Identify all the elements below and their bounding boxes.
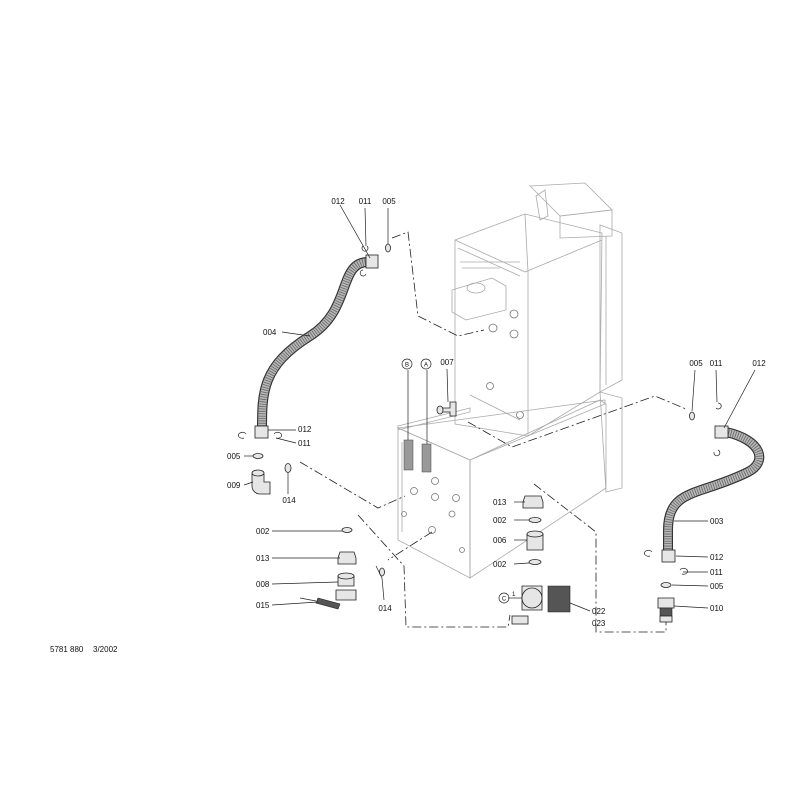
leader-lines [243, 204, 756, 612]
flow-line-009-to-tank [299, 461, 406, 509]
label-009: 009 [227, 481, 241, 490]
fittings [238, 243, 722, 625]
label-022: 022 [592, 607, 606, 616]
marker-c-sub-label: 1 [512, 592, 516, 598]
label-013-center: 013 [493, 498, 507, 507]
label-023: 023 [592, 619, 606, 628]
drawing-number: 5781 880 [50, 645, 84, 654]
label-012-top: 012 [331, 197, 345, 206]
label-011-right-top: 011 [710, 359, 723, 368]
label-005-left-mid: 005 [227, 452, 241, 461]
flow-line-pump-to-010 [533, 483, 667, 633]
label-008: 008 [256, 580, 270, 589]
label-011-right-bottom: 011 [710, 568, 723, 577]
label-004: 004 [263, 328, 277, 337]
storage-tank-lower-unit [396, 391, 623, 579]
hose-004 [254, 254, 379, 439]
label-005-right-bottom: 005 [710, 582, 724, 591]
label-013-left: 013 [256, 554, 270, 563]
flow-line-tank-to-pump [387, 531, 433, 561]
label-005-top: 005 [382, 197, 396, 206]
hose-003 [661, 425, 765, 563]
footer: 5781 880 3/2002 [50, 645, 118, 654]
label-002-left: 002 [256, 527, 270, 536]
marker-c-label: C [502, 596, 507, 602]
label-012-left-mid: 012 [298, 425, 312, 434]
label-006: 006 [493, 536, 507, 545]
label-014-mid: 014 [378, 604, 392, 613]
label-015: 015 [256, 601, 270, 610]
connection-markers: B A C 1 [401, 358, 516, 604]
part-labels: 012 011 005 004 012 011 005 009 014 007 … [227, 197, 766, 628]
label-002-center-bottom: 002 [493, 560, 507, 569]
label-007: 007 [440, 358, 454, 367]
drawing-date: 3/2002 [93, 645, 118, 654]
label-010: 010 [710, 604, 724, 613]
label-014-left: 014 [282, 496, 296, 505]
marker-a-label: A [424, 362, 428, 368]
label-002-center-top: 002 [493, 516, 507, 525]
flow-line-007-to-003 [467, 395, 687, 448]
label-012-right-bottom: 012 [710, 553, 724, 562]
label-011-left-mid: 011 [298, 439, 311, 448]
marker-b-label: B [405, 362, 409, 368]
label-012-right-top: 012 [752, 359, 766, 368]
connection-paths [299, 231, 687, 633]
label-005-right-top: 005 [689, 359, 703, 368]
flow-line-004-to-boiler [391, 231, 485, 337]
label-003: 003 [710, 517, 724, 526]
boiler-upper-unit [451, 182, 623, 437]
label-011-top: 011 [359, 197, 372, 206]
